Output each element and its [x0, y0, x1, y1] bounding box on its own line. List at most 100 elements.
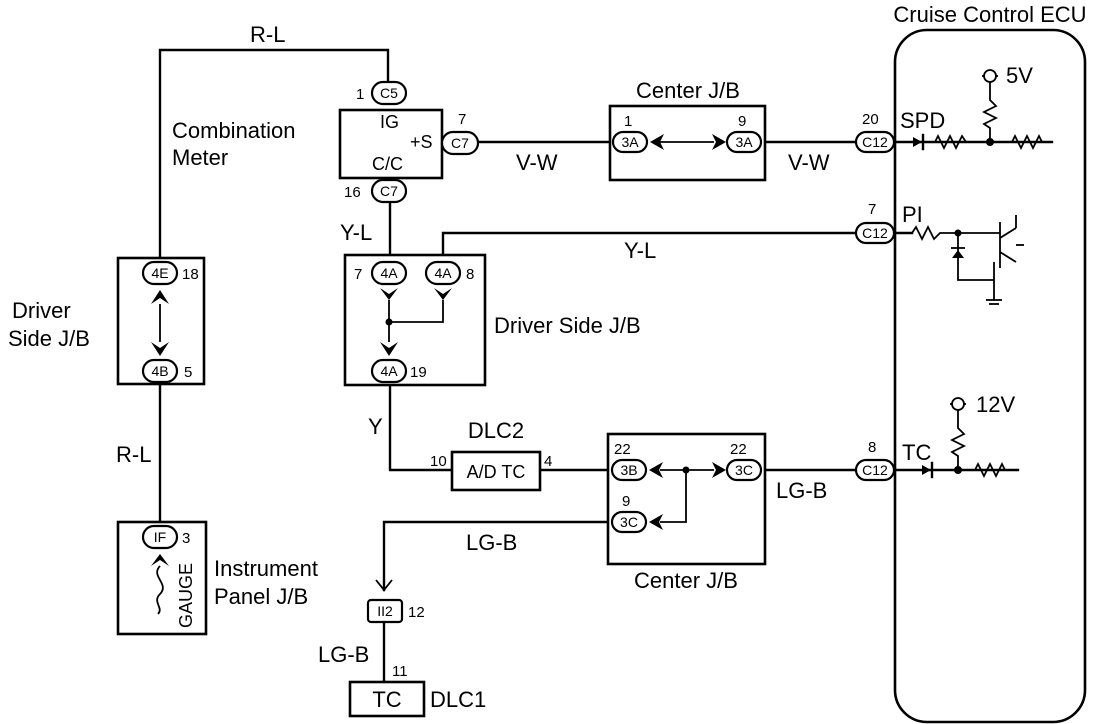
combination-meter-label-2: Meter — [172, 145, 228, 170]
svg-text:3A: 3A — [735, 134, 753, 150]
combination-meter: IG +S C/C Combination Meter C5 1 C7 7 C7… — [172, 80, 480, 204]
supply-5v: 5V — [1006, 63, 1033, 88]
pin-ecu-spd: 20 — [862, 111, 879, 128]
ecu-terminal-tc: TC — [902, 440, 931, 465]
connector-c12-pi — [854, 221, 896, 245]
wires — [158, 48, 858, 684]
wire-label-r-l-left: R-L — [116, 442, 151, 467]
pin-c7-s: 7 — [458, 111, 466, 128]
pi-resistor — [911, 224, 1000, 242]
driver-side-jb-left-label-2: Side J/B — [8, 326, 90, 351]
svg-text:C12: C12 — [862, 134, 888, 150]
connector-3a-in — [611, 130, 649, 154]
pin-c5: 1 — [356, 86, 364, 103]
wire-label-v-w-2: V-W — [788, 150, 830, 175]
wire-r-l-top — [158, 48, 390, 260]
svg-text:3B: 3B — [620, 462, 637, 478]
pi-zener-icon — [952, 250, 964, 258]
supply-5v-icon — [983, 69, 997, 83]
supply-12v: 12V — [976, 392, 1015, 417]
wire-label-y-l-long: Y-L — [624, 238, 656, 263]
wire-label-lg-b-right: LG-B — [776, 478, 827, 503]
supply-12v-icon — [951, 397, 965, 411]
connector-4a-19 — [370, 358, 408, 384]
pin-jif: 3 — [182, 530, 190, 547]
spd-diode-icon — [913, 137, 922, 147]
pin-j4b: 5 — [184, 364, 192, 381]
pin-ecu-pi: 7 — [868, 201, 876, 218]
cruise-control-ecu: Cruise Control ECU 5V SPD PI — [893, 2, 1087, 724]
svg-text:C7: C7 — [380, 183, 398, 199]
svg-text:3A: 3A — [621, 134, 639, 150]
connector-ii2 — [366, 598, 404, 624]
combination-meter-label-1: Combination — [172, 118, 296, 143]
svg-text:4A: 4A — [380, 265, 398, 281]
pin-c7-cc: 16 — [344, 184, 361, 201]
ecu-title: Cruise Control ECU — [893, 2, 1086, 27]
instrument-panel-label-1: Instrument — [214, 556, 318, 581]
pin-dlc2-in: 10 — [430, 453, 447, 470]
dlc1-terminal: TC — [372, 687, 401, 712]
connector-c7-s — [440, 130, 480, 156]
spd-pullup-resistor — [981, 78, 999, 142]
gauge-label: GAUGE — [176, 563, 196, 628]
pin-dlc1: 11 — [392, 663, 408, 680]
svg-text:3C: 3C — [735, 462, 753, 478]
connector-3b — [610, 458, 648, 482]
connector-4a-8 — [424, 260, 462, 286]
tc-diode-icon — [922, 465, 931, 475]
svg-text:C12: C12 — [862, 462, 888, 478]
svg-text:4B: 4B — [151, 363, 168, 379]
pin-j4a-8: 8 — [466, 266, 474, 283]
pin-ii2: 12 — [408, 604, 425, 621]
tc-resistor — [974, 461, 1006, 479]
svg-text:4E: 4E — [151, 265, 168, 281]
wire-label-lg-b-bottom: LG-B — [318, 642, 369, 667]
dlc1-group: II2 12 TC DLC1 11 — [348, 579, 486, 718]
center-jb-top-label: Center J/B — [636, 78, 740, 103]
dlc2-terminal: A/D TC — [467, 462, 526, 482]
wire-label-y: Y — [368, 414, 383, 439]
svg-text:4A: 4A — [434, 265, 452, 281]
pin-j4a-19: 19 — [410, 364, 427, 381]
connector-3a-out — [725, 130, 763, 154]
svg-text:C5: C5 — [380, 85, 398, 101]
instrument-panel-label-2: Panel J/B — [214, 584, 308, 609]
pin-j4e: 18 — [182, 266, 199, 283]
svg-text:C12: C12 — [862, 225, 888, 241]
wire-label-r-l-top: R-L — [250, 22, 285, 47]
wire-labels: R-L R-L V-W V-W Y-L Y-L Y LG-B LG-B LG-B — [116, 22, 830, 667]
meter-terminal-cc: C/C — [372, 154, 403, 174]
spd-resistor-2 — [1008, 133, 1046, 151]
ecu-outline — [893, 28, 1087, 724]
connector-c7-cc — [370, 178, 408, 204]
driver-side-jb-mid-box — [343, 253, 487, 387]
connector-arrow-icon — [375, 579, 393, 592]
connector-4a-7 — [370, 260, 408, 286]
center-jb-top: Center J/B 3A 1 3A 9 — [608, 78, 767, 182]
pin-ctr-in: 1 — [624, 113, 632, 130]
svg-text:C7: C7 — [451, 135, 469, 151]
wire-label-y-l-short: Y-L — [340, 220, 372, 245]
connector-c12-spd — [854, 130, 896, 154]
instrument-panel-jb: Instrument Panel J/B IF 3 GAUGE — [116, 520, 318, 636]
connector-c12-tc — [854, 458, 896, 482]
wire-label-lg-b-left: LG-B — [466, 530, 517, 555]
wire-y — [388, 383, 454, 472]
svg-text:IF: IF — [154, 529, 166, 545]
wire-lg-b-left — [382, 520, 612, 592]
pin-j3c-b: 9 — [622, 493, 630, 510]
svg-text:3C: 3C — [620, 514, 638, 530]
center-jb-bottom-label: Center J/B — [634, 568, 738, 593]
svg-text:II2: II2 — [377, 603, 393, 619]
dlc1-box — [348, 680, 426, 718]
wire-label-v-w-1: V-W — [516, 150, 558, 175]
svg-text:4A: 4A — [380, 363, 398, 379]
driver-side-jb-left-label-1: Driver — [12, 298, 71, 323]
pin-j3c-a: 22 — [730, 441, 747, 458]
connector-c5 — [370, 80, 408, 106]
connector-if — [141, 524, 179, 550]
dlc2-label: DLC2 — [468, 418, 524, 443]
fuse-icon — [156, 565, 164, 615]
